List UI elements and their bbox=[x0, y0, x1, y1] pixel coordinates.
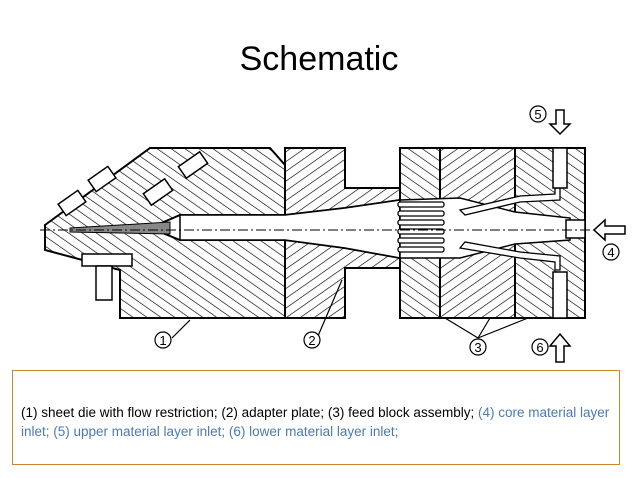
inlet-arrow-6 bbox=[548, 332, 572, 363]
inlet-arrow-4 bbox=[592, 218, 626, 242]
label-4: 4 bbox=[607, 245, 614, 260]
label-2-circle bbox=[303, 331, 321, 349]
sheet-die bbox=[44, 147, 286, 319]
label-3: 3 bbox=[474, 340, 481, 355]
slide-title: Schematic bbox=[239, 40, 399, 78]
feed-block-assembly bbox=[397, 147, 586, 319]
inlet-arrow-5 bbox=[548, 109, 572, 136]
label-1: 1 bbox=[159, 333, 166, 348]
label-5-circle bbox=[529, 105, 547, 123]
label-4-circle bbox=[602, 243, 620, 261]
label-3-circle bbox=[469, 338, 487, 356]
caption-box: (1) sheet die with flow restriction; (2)… bbox=[12, 370, 620, 465]
label-6: 6 bbox=[536, 340, 543, 355]
label-5: 5 bbox=[534, 107, 541, 122]
label-1-circle bbox=[154, 331, 172, 349]
label-2: 2 bbox=[308, 333, 315, 348]
caption-black: (1) sheet die with flow restriction; (2)… bbox=[21, 405, 475, 420]
label-6-circle bbox=[531, 338, 549, 356]
caption-blue: (4) core material layer inlet; (5) upper… bbox=[21, 405, 610, 439]
